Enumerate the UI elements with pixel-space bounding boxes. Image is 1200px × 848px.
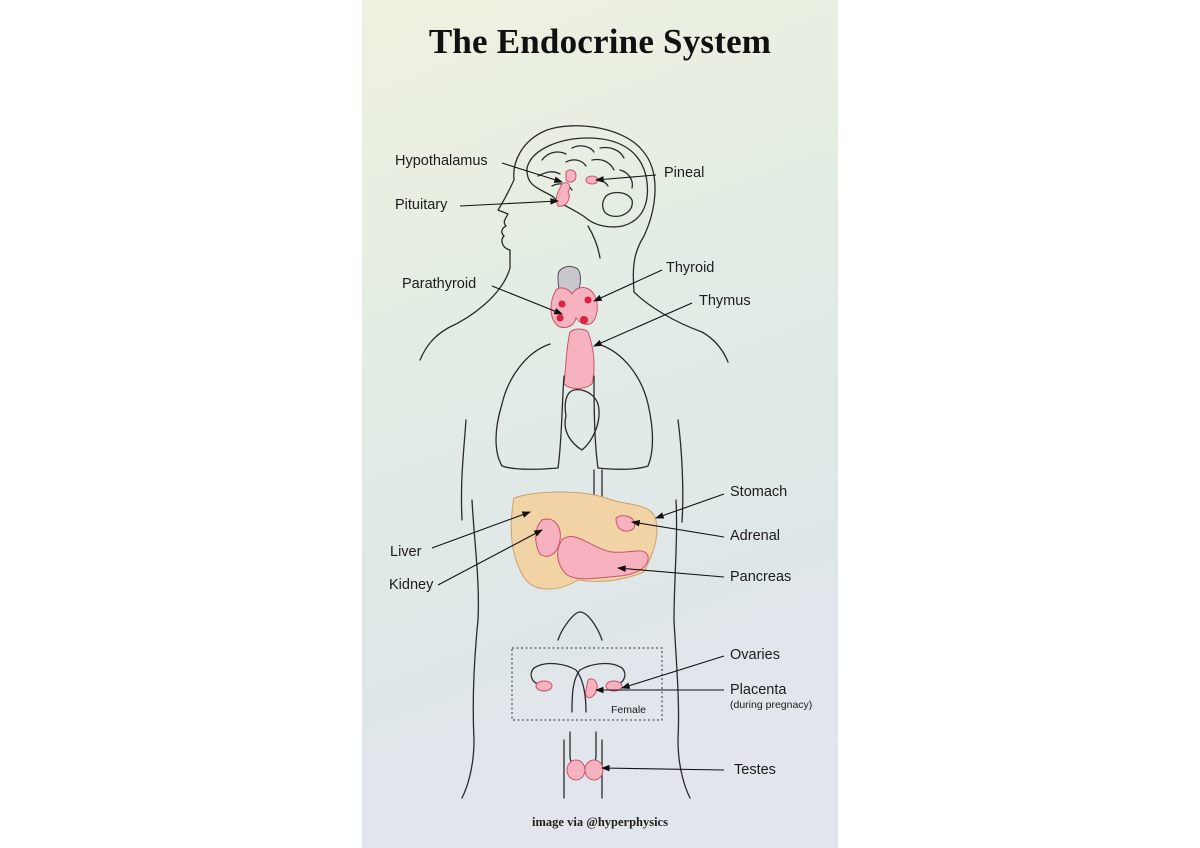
endocrine-diagram [419,125,729,799]
kidney-left [535,518,561,557]
label-ovaries: Ovaries [730,647,780,663]
thymus-gland [563,328,595,389]
label-placenta: Placenta [730,682,787,698]
placenta-gland [585,678,598,699]
poster-card: The Endocrine System [362,0,838,848]
lungs-outline [495,343,654,501]
label-testes: Testes [734,762,776,778]
male-reproductive [566,731,604,781]
label-thymus: Thymus [699,293,751,309]
label-pancreas: Pancreas [730,569,792,585]
image-credit: image via @hyperphysics [532,815,668,829]
label-stomach: Stomach [730,484,788,500]
label-hypothalamus: Hypothalamus [395,153,488,169]
female-reproductive [511,647,663,721]
label-kidney: Kidney [389,577,434,593]
label-pituitary: Pituitary [395,197,448,213]
testes-gland [566,759,586,781]
page-title: The Endocrine System [428,22,772,61]
label-pineal: Pineal [664,165,705,181]
thyroid-gland [550,287,598,329]
adrenal-gland [615,515,636,532]
abdomen-organs [510,491,658,590]
label-liver: Liver [390,544,422,560]
label-adrenal: Adrenal [730,528,780,544]
label-placenta-note: (during pregnacy) [730,699,813,711]
hypothalamus-gland [565,169,577,183]
thyroid-area [550,265,598,329]
head-outline [497,125,656,293]
label-female: Female [611,704,647,716]
pituitary-gland [555,182,571,207]
label-parathyroid: Parathyroid [402,276,477,292]
label-thyroid: Thyroid [666,260,715,276]
